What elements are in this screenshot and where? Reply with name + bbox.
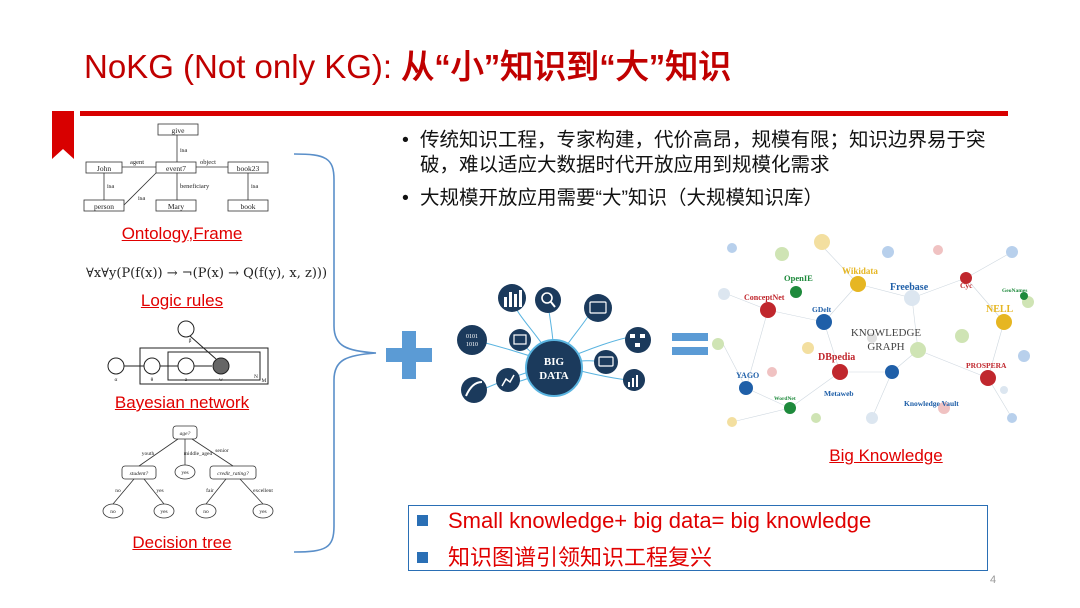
title-prefix: NoKG (Not only KG):: [84, 48, 402, 85]
equals-icon: [672, 333, 708, 355]
svg-text:1010: 1010: [466, 342, 478, 348]
onto-node: event7: [166, 164, 186, 173]
bn-label: α: [115, 377, 118, 383]
kg-source: OpenIE: [784, 273, 813, 283]
kg-source: YAGO: [736, 371, 759, 380]
knowledge-graph-graphic: OpenIE Wikidata Freebase Cyc GeoNames Co…: [712, 234, 1034, 427]
summary-box: Small knowledge+ big data= big knowledge…: [408, 505, 988, 571]
dt-branch: senior: [215, 448, 229, 454]
bn-label: β: [189, 338, 192, 344]
dt-root: age?: [180, 431, 191, 437]
kg-source: Metaweb: [824, 389, 854, 398]
curly-brace: [293, 153, 377, 553]
kg-source: GeoNames: [1002, 288, 1027, 294]
kg-source: Freebase: [890, 282, 929, 293]
big-data-line2: DATA: [539, 370, 569, 382]
summary-line-2: 知识图谱引领知识工程复兴: [417, 540, 712, 572]
dt-leaf: no: [110, 509, 116, 515]
bullet-item: 大规模开放应用需要“大”知识（大规模知识库）: [400, 186, 1000, 211]
square-bullet-icon: [417, 514, 428, 526]
bullet-item: 传统知识工程，专家构建，代价高昂，规模有限；知识边界易于突破，难以适应大数据时代…: [400, 128, 1000, 178]
dt-branch: fair: [206, 487, 214, 494]
bayesian-network-diagram: β α θ z w N M: [107, 320, 269, 385]
dt-node: yes: [181, 470, 188, 476]
summary-text: Small knowledge+ big data= big knowledge: [448, 508, 872, 533]
kg-center-line1: KNOWLEDGE: [851, 327, 922, 339]
caption-decision-tree: Decision tree: [132, 533, 232, 552]
dt-branch: yes: [156, 488, 163, 494]
dt-branch: no: [115, 488, 121, 494]
onto-edge: beneficiary: [180, 183, 210, 190]
ontology-diagram: give John event7 book23 person Mary book…: [83, 123, 269, 212]
kg-source: NELL: [986, 304, 1014, 315]
title-underline: [80, 111, 1008, 116]
page-number: 4: [990, 574, 997, 586]
slide-title: NoKG (Not only KG): 从“小”知识到“大”知识: [84, 40, 731, 88]
onto-edge: isa: [251, 183, 258, 190]
bn-label: w: [219, 377, 223, 383]
summary-line-1: Small knowledge+ big data= big knowledge: [417, 508, 871, 534]
plus-icon: [386, 331, 432, 379]
dt-branch: youth: [142, 451, 155, 457]
onto-node: person: [94, 202, 114, 211]
onto-node: give: [172, 126, 186, 135]
kg-source: Wikidata: [842, 266, 878, 276]
kg-source: DBpedia: [818, 352, 855, 363]
big-data-graphic: 0101 1010 BIG DATA: [457, 284, 651, 403]
big-data-line1: BIG: [544, 356, 565, 368]
onto-node: book: [241, 202, 256, 211]
decision-tree-diagram: age? student? credit_rating? yes youth m…: [102, 425, 274, 519]
bn-label: M: [262, 378, 267, 384]
dt-branch: middle_aged: [184, 451, 213, 457]
summary-text: 知识图谱引领知识工程复兴: [448, 545, 713, 570]
kg-source: ConceptNet: [744, 293, 785, 302]
kg-source: WordNet: [774, 396, 796, 402]
bn-label: θ: [151, 377, 154, 383]
onto-node: John: [97, 164, 111, 173]
kg-source: Knowledge Vault: [904, 399, 959, 408]
dt-leaf: yes: [160, 509, 167, 515]
bn-label: N: [254, 374, 258, 380]
kg-source: PROSPERA: [966, 361, 1007, 370]
kg-center-line2: GRAPH: [867, 341, 904, 353]
bn-label: z: [185, 377, 188, 383]
caption-big-knowledge: Big Knowledge: [829, 446, 943, 465]
kg-source: GDelt: [812, 305, 832, 314]
caption-ontology: Ontology,Frame: [121, 224, 243, 243]
corner-tab: [52, 111, 74, 159]
title-emphasis: 从“小”知识到“大”知识: [401, 48, 732, 85]
dt-leaf: no: [203, 509, 209, 515]
onto-edge: agent: [130, 159, 144, 166]
dt-branch: excellent: [253, 488, 273, 494]
onto-edge: isa: [107, 183, 114, 190]
dt-node: student?: [130, 471, 149, 477]
bullet-list: 传统知识工程，专家构建，代价高昂，规模有限；知识边界易于突破，难以适应大数据时代…: [400, 128, 1000, 219]
onto-node: Mary: [168, 202, 184, 211]
logic-formula: ∀x∀y(P(f(x)) → ¬(P(x) → Q(f(y), x, z))): [86, 266, 328, 281]
dt-node: credit_rating?: [217, 471, 249, 477]
onto-edge: object: [200, 159, 216, 166]
caption-bayesian: Bayesian network: [114, 393, 250, 412]
svg-text:0101: 0101: [466, 334, 478, 340]
onto-edge: isa: [138, 195, 145, 202]
square-bullet-icon: [417, 551, 428, 563]
caption-logic: Logic rules: [140, 291, 224, 310]
kg-source: Cyc: [960, 281, 973, 290]
onto-edge: isa: [180, 147, 187, 154]
dt-leaf: yes: [259, 509, 266, 515]
onto-node: book23: [237, 164, 260, 173]
